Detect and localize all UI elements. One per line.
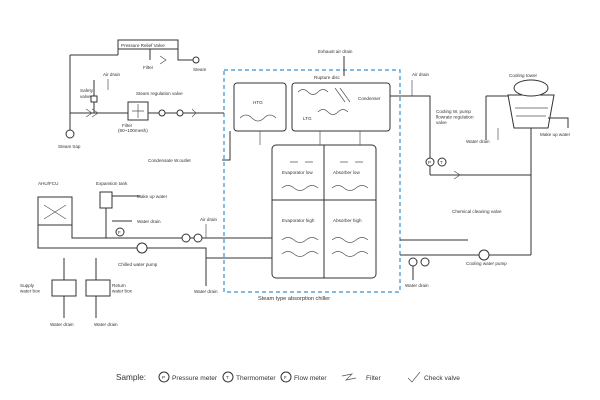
chiller-boundary: [223, 69, 401, 293]
legend-thermometer: Thermometer: [236, 375, 276, 382]
ltg-label: LTG: [303, 116, 312, 121]
htg-label: HTG: [253, 100, 263, 105]
water-drain-bl2-label: Water drain: [94, 322, 118, 327]
cooling-tower-label: Cooling tower: [509, 73, 538, 78]
steam-label: Steam: [193, 67, 206, 72]
evaporator-high-label: Evaporator high: [282, 218, 315, 223]
absorber-low-label: Absorber low: [333, 170, 360, 175]
make-up-water-right-label: Make up water: [540, 132, 571, 137]
condensate-outlet-label: Condensate W.outlet: [148, 158, 191, 163]
pressure-meter-chilled: [193, 233, 203, 243]
legend-symbol-t: T: [226, 375, 229, 380]
cooling-tower-body: [507, 94, 555, 129]
steam-regulation-valve-label: Steam regulation valve: [136, 91, 183, 96]
pressure-meter-symbol: P: [428, 160, 431, 165]
cooling-water-pump-icon: [478, 249, 490, 261]
safety-valve-icon: [90, 95, 98, 103]
check-valve-cooling-icon: [453, 170, 461, 180]
pressure-meter-bottom: [408, 257, 418, 267]
ahu-fcu-label: AHU/FCU: [38, 181, 58, 186]
flow-meter: [115, 227, 125, 237]
expansion-tank-label: Expansion tank: [96, 181, 128, 186]
filter-mid-label: Filter: [122, 123, 133, 128]
chilled-water-section: AHU/FCU Expansion tank Make up water Wat…: [20, 181, 272, 327]
legend-flow-meter: Flow meter: [294, 375, 327, 382]
filter-top-icon: [159, 55, 167, 65]
absorber-high-label: Absorber high: [333, 218, 362, 223]
flow-meter-legend-icon: [280, 371, 292, 383]
filter-top-label: Filter: [143, 65, 154, 70]
air-drain-left-label: Air drain: [103, 72, 121, 77]
water-drain-right-label: Water drain: [466, 139, 490, 144]
legend-symbol-p: P: [162, 375, 165, 380]
pressure-meter-cooling: [425, 157, 435, 167]
valve-pair-icon: [85, 108, 99, 118]
evaporator-low-label: Evaporator low: [282, 170, 313, 175]
htg-vessel: [233, 82, 287, 132]
legend-filter: Filter: [366, 375, 381, 382]
thermometer-cooling: [437, 157, 447, 167]
thermometer-chilled: [181, 233, 191, 243]
steam-trap-label: Steam trap: [58, 144, 81, 149]
water-drain-bottom-right-label: Water drain: [405, 283, 429, 288]
filter-legend-icon: [341, 373, 357, 381]
gauge-icon-2: [176, 109, 184, 117]
chiller-internals: Exhaust air drain Rupture disc HTG LTG C…: [148, 49, 391, 279]
legend: Sample: P Pressure meter T Thermometer F…: [116, 371, 460, 383]
rupture-disc-label: Rupture disc: [314, 75, 340, 80]
ltg-condenser-vessel: [291, 82, 391, 132]
water-drain-bl1-label: Water drain: [50, 322, 74, 327]
legend-title: Sample:: [116, 373, 146, 382]
chilled-water-pump-label: Chilled water pump: [118, 262, 158, 267]
thermometer-bottom: [420, 257, 430, 267]
cooling-tower-fan: [513, 79, 549, 97]
steam-trap-icon: [65, 129, 75, 139]
air-drain-top-label: Air drain: [412, 72, 430, 77]
air-drain-mid-label: Air drain: [200, 217, 218, 222]
filter-mid-icon: [191, 108, 197, 118]
supply-water-box: [51, 279, 77, 297]
thermometer-legend-icon: [222, 371, 234, 383]
steam-valve-icon: [192, 56, 200, 64]
legend-check-valve: Check valve: [424, 375, 460, 382]
filter-mesh-label: (80~100mesh): [118, 128, 148, 133]
legend-symbol-f: F: [284, 375, 287, 380]
condenser-label: Condenser: [358, 96, 381, 101]
cooling-water-pump-label: Cooling water pump: [466, 261, 507, 266]
pressure-relief-valve-label: Pressure Relief Valve: [121, 43, 165, 48]
pressure-relief-valve-box: [117, 39, 179, 50]
water-drain-tank-label: Water drain: [137, 219, 161, 224]
gauge-icon: [158, 109, 166, 117]
chemical-cleaning-valve-label: Chemical cleaning valve: [452, 209, 502, 214]
cooling-water-section: Air drain Cooling tower Make up water Co…: [390, 72, 571, 288]
return-water-box: [85, 279, 111, 297]
check-valve-legend-icon: [407, 371, 421, 383]
chilled-water-pump-icon: [136, 242, 148, 254]
make-up-water-left-label: Make up water: [137, 194, 168, 199]
chiller-caption: Steam type absorption chiller: [258, 296, 330, 302]
exhaust-air-drain-label: Exhaust air drain: [318, 49, 353, 54]
water-drain-mid-label: Water drain: [194, 289, 218, 294]
flow-meter-symbol: F: [118, 230, 121, 235]
expansion-tank: [99, 191, 113, 209]
legend-pressure-meter: Pressure meter: [172, 375, 218, 382]
pressure-meter-legend-icon: [158, 371, 170, 383]
thermometer-symbol: T: [440, 160, 443, 165]
steam-supply-section: Pressure Relief Valve Filter Steam Air d…: [58, 39, 224, 149]
ahu-fcu-unit: [37, 196, 73, 226]
